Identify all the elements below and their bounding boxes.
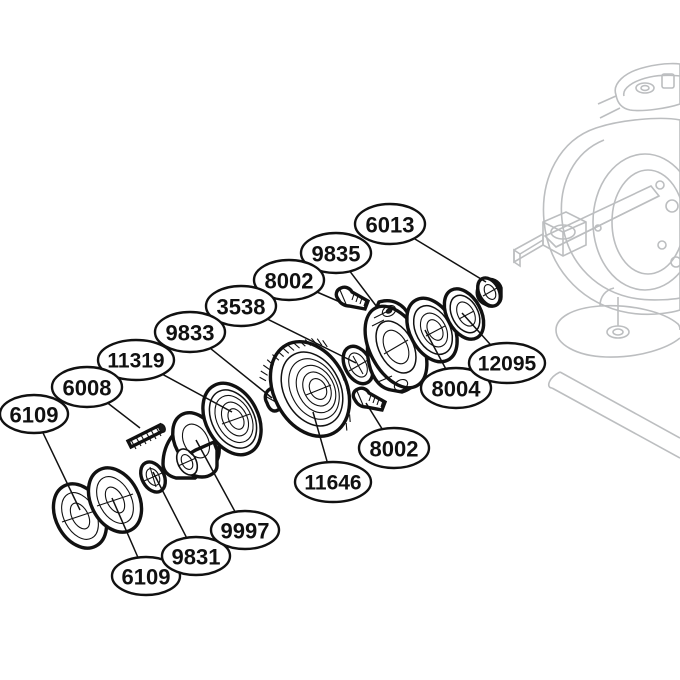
balloon-labels: 6013983580023538983311319600861096109983… bbox=[0, 202, 547, 597]
part-screw-8002-upper bbox=[334, 285, 371, 311]
label-ellipse-6109a bbox=[0, 393, 70, 435]
label-text-8004: 8004 bbox=[432, 377, 482, 402]
label-text-8002b: 8002 bbox=[370, 437, 419, 462]
label-ellipse-12095 bbox=[467, 341, 547, 385]
leader-line-9997 bbox=[195, 439, 236, 513]
label-ellipse-8002b bbox=[357, 426, 431, 470]
leader-line-3538 bbox=[267, 318, 357, 364]
part-bearing-11319 bbox=[201, 381, 263, 457]
label-ellipse-8002a bbox=[252, 258, 326, 302]
label-ellipse-9835 bbox=[299, 231, 373, 275]
label-text-6109b: 6109 bbox=[122, 565, 171, 590]
part-label-8002b[interactable]: 8002 bbox=[357, 426, 431, 470]
label-text-6109a: 6109 bbox=[10, 403, 59, 428]
label-text-9833: 9833 bbox=[166, 321, 215, 346]
part-screw-8002-lower bbox=[351, 386, 388, 412]
part-label-11646[interactable]: 11646 bbox=[293, 460, 373, 504]
leader-line-6109a bbox=[42, 432, 81, 511]
leader-line-8002b bbox=[365, 402, 383, 430]
leader-line-12095 bbox=[461, 312, 492, 346]
label-ellipse-6013 bbox=[353, 202, 427, 246]
label-ellipse-6109b bbox=[110, 555, 182, 597]
leader-line-9831 bbox=[152, 471, 188, 539]
leader-line-9833 bbox=[209, 347, 273, 399]
leader-line-8004 bbox=[424, 329, 447, 370]
label-ellipse-11646 bbox=[293, 460, 373, 504]
label-text-3538: 3538 bbox=[217, 295, 266, 320]
label-text-6008: 6008 bbox=[63, 376, 112, 401]
label-text-12095: 12095 bbox=[478, 353, 537, 376]
part-label-8004[interactable]: 8004 bbox=[419, 366, 493, 410]
leader-line-9835 bbox=[349, 270, 378, 308]
label-ellipse-9997 bbox=[209, 509, 281, 551]
leader-line-6013 bbox=[413, 237, 487, 283]
label-ellipse-11319 bbox=[96, 338, 176, 382]
part-washer-6109-inner bbox=[86, 466, 144, 534]
label-text-6013: 6013 bbox=[366, 213, 415, 238]
part-label-9997[interactable]: 9997 bbox=[209, 509, 281, 551]
leader-line-11319 bbox=[162, 373, 233, 413]
label-ellipse-8004 bbox=[419, 366, 493, 410]
part-label-6109a[interactable]: 6109 bbox=[0, 393, 70, 435]
label-ellipse-9831 bbox=[160, 535, 232, 577]
label-ellipse-9833 bbox=[153, 310, 227, 354]
label-ellipse-6008 bbox=[50, 365, 124, 409]
label-text-11646: 11646 bbox=[304, 472, 361, 495]
part-label-8002a[interactable]: 8002 bbox=[252, 258, 326, 302]
label-text-9835: 9835 bbox=[312, 242, 361, 267]
leader-line-6109b bbox=[111, 497, 139, 558]
part-label-3538[interactable]: 3538 bbox=[204, 284, 278, 328]
label-text-8002a: 8002 bbox=[265, 269, 314, 294]
part-label-9833[interactable]: 9833 bbox=[153, 310, 227, 354]
part-label-9835[interactable]: 9835 bbox=[299, 231, 373, 275]
part-label-6008[interactable]: 6008 bbox=[50, 365, 124, 409]
leader-line-11646 bbox=[312, 411, 329, 463]
part-label-9831[interactable]: 9831 bbox=[160, 535, 232, 577]
leader-line-6008 bbox=[107, 402, 141, 429]
label-ellipse-3538 bbox=[204, 284, 278, 328]
reel-body-ghost-outline bbox=[513, 62, 680, 459]
label-text-9831: 9831 bbox=[172, 545, 221, 570]
part-label-6013[interactable]: 6013 bbox=[353, 202, 427, 246]
part-gear-11646 bbox=[259, 338, 352, 438]
label-text-9997: 9997 bbox=[221, 519, 270, 544]
part-spring-6008 bbox=[125, 422, 166, 450]
leader-line-8002a bbox=[316, 291, 348, 306]
part-label-12095[interactable]: 12095 bbox=[467, 341, 547, 385]
part-label-6109b[interactable]: 6109 bbox=[110, 555, 182, 597]
label-text-11319: 11319 bbox=[107, 350, 164, 373]
leader-lines bbox=[42, 237, 492, 558]
part-label-11319[interactable]: 11319 bbox=[96, 338, 176, 382]
